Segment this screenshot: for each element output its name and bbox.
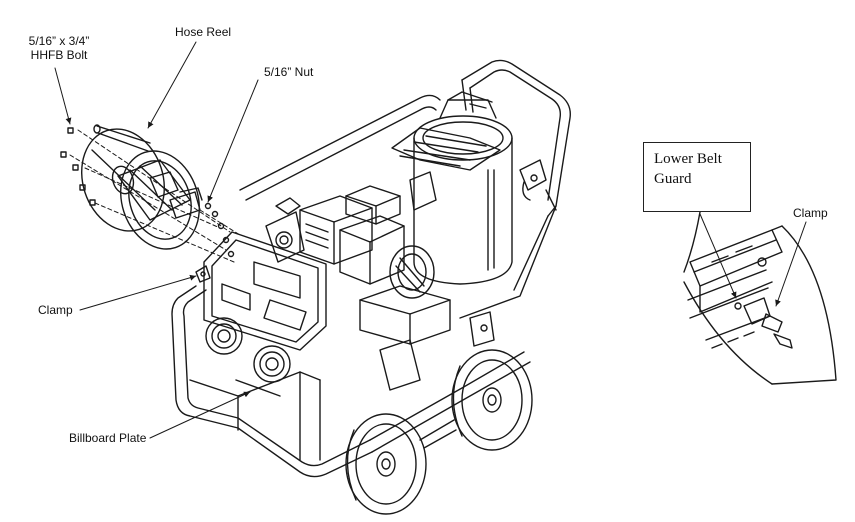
lower-belt-guard-callout: Lower Belt Guard xyxy=(643,142,751,212)
lower-belt-guard-line2: Guard xyxy=(654,171,692,187)
bolt-label: 5/16” x 3/4” HHFB Bolt xyxy=(14,34,104,62)
hhfb-bolts xyxy=(60,127,96,206)
bolt-label-line1: 5/16” x 3/4” xyxy=(28,34,90,48)
detail-view xyxy=(683,211,837,385)
lower-belt-guard-line1: Lower Belt xyxy=(654,151,722,167)
wheels xyxy=(345,349,533,515)
frame xyxy=(171,59,571,478)
nut-label: 5/16” Nut xyxy=(264,65,314,79)
leader-lines xyxy=(54,41,807,439)
heater-tank xyxy=(391,91,557,285)
bolt-label-line2: HHFB Bolt xyxy=(30,48,88,62)
hose-reel-assembly xyxy=(81,124,203,250)
hose-reel-label: Hose Reel xyxy=(175,25,232,39)
exploded-lines xyxy=(69,129,241,263)
clamp-detail-label: Clamp xyxy=(793,206,828,220)
nuts xyxy=(204,202,235,258)
engine xyxy=(265,185,495,391)
clamp-label: Clamp xyxy=(38,303,73,317)
billboard-plate xyxy=(189,231,327,461)
billboard-plate-label: Billboard Plate xyxy=(69,431,147,445)
